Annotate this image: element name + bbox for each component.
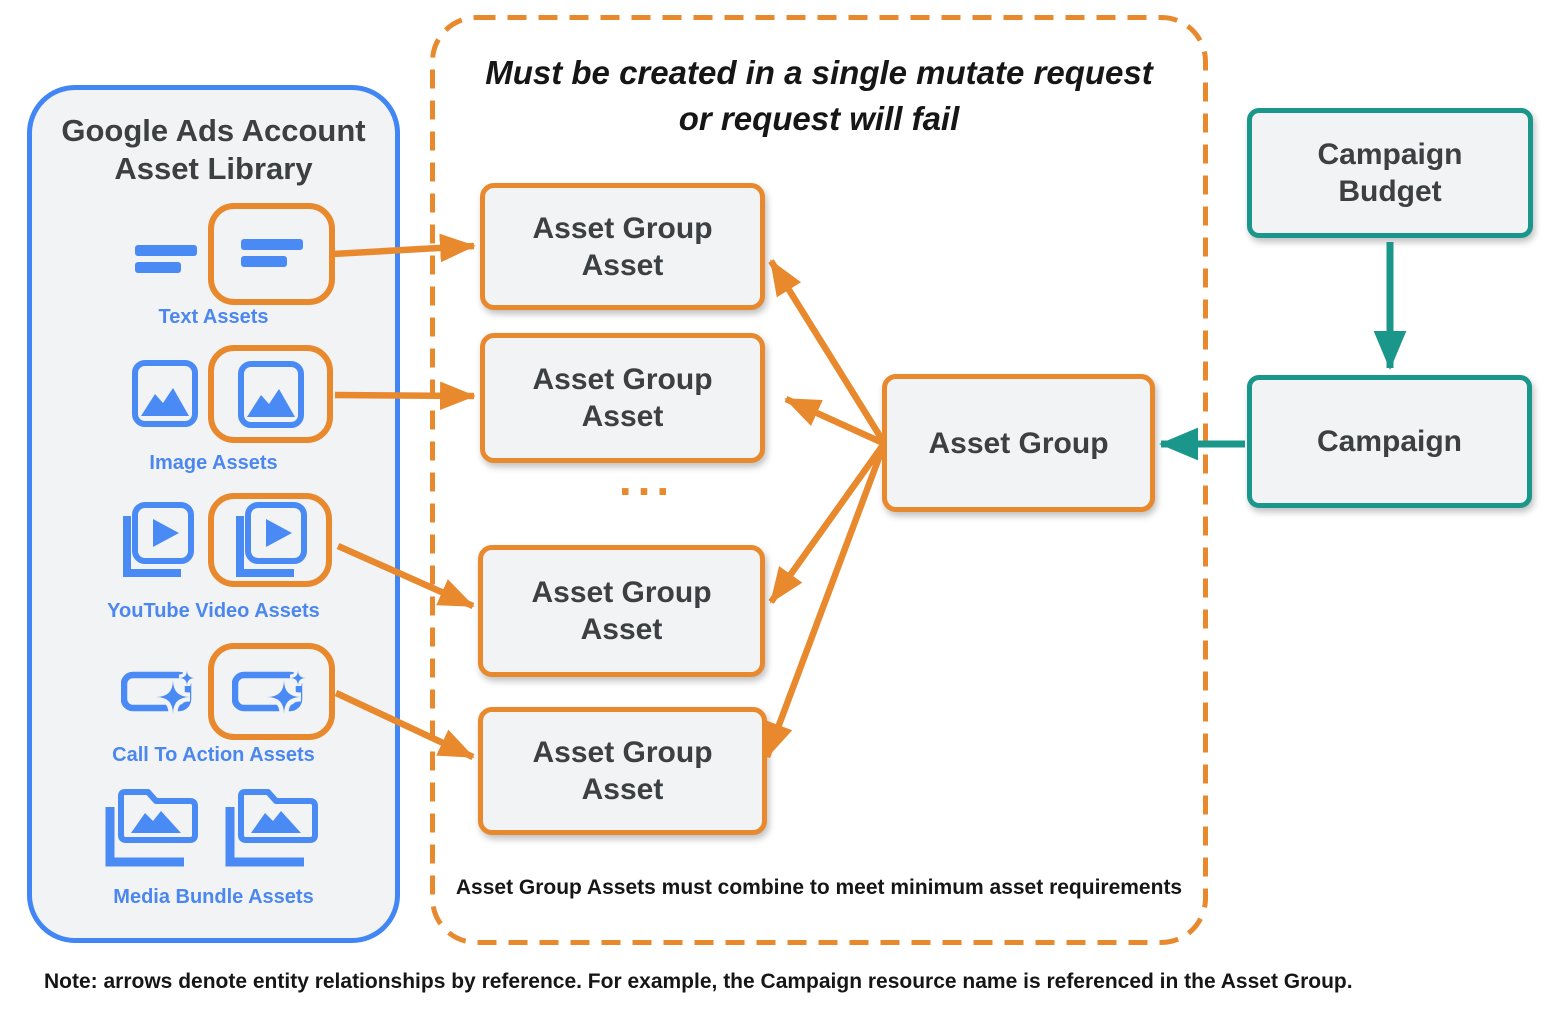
asset-group-asset-label: Asset xyxy=(580,613,663,646)
arrow-asset-group-to-asset-group-asset-1 xyxy=(768,259,886,443)
asset-library-title: Google Ads Account Asset Library xyxy=(27,112,400,188)
youtube-video-icon xyxy=(123,502,194,577)
asset-group-asset-label: Asset xyxy=(581,773,664,806)
campaign-box: Campaign xyxy=(1247,375,1532,508)
media-bundle-assets-label: Media Bundle Assets xyxy=(113,886,314,908)
more-asset-group-assets-ellipsis: ... xyxy=(618,453,676,505)
text-asset-highlight-box xyxy=(208,203,335,305)
image-asset-highlight-box xyxy=(208,345,333,443)
asset-library-title-line2: Asset Library xyxy=(114,151,313,186)
asset-group-asset-label: Asset Group xyxy=(532,211,713,245)
mutate-request-title-line1: Must be created in a single mutate reque… xyxy=(485,54,1153,91)
arrow-asset-group-to-asset-group-asset-2 xyxy=(784,396,885,446)
asset-library-title-line1: Google Ads Account xyxy=(61,113,366,148)
asset-group-asset-label: Asset Group xyxy=(532,363,713,396)
asset-group-asset-label: Asset Group xyxy=(532,736,713,769)
image-icon xyxy=(132,360,198,427)
campaign-label: Campaign xyxy=(1316,425,1463,458)
image-icon xyxy=(237,360,304,428)
mutate-request-title-line2: or request will fail xyxy=(678,100,960,137)
mutate-request-title: Must be created in a single mutate reque… xyxy=(430,50,1208,142)
call-to-action-asset-highlight-box xyxy=(208,643,335,740)
asset-group-asset-label: Asset xyxy=(581,400,664,433)
text-lines-icon xyxy=(240,239,303,267)
asset-group-asset-box-2: Asset Group Asset xyxy=(480,333,765,463)
campaign-budget-box: Campaign Budget xyxy=(1247,108,1533,238)
asset-group-asset-box-1: Asset Group Asset xyxy=(480,183,765,310)
asset-group-box: Asset Group xyxy=(882,374,1155,512)
media-bundle-icon xyxy=(105,789,198,867)
image-assets-label: Image Assets xyxy=(149,452,278,474)
youtube-video-icon xyxy=(236,502,307,577)
asset-group-asset-box-4: Asset Group Asset xyxy=(478,707,767,835)
youtube-asset-highlight-box xyxy=(208,493,332,587)
campaign-budget-label: Budget xyxy=(1338,175,1442,208)
text-assets-label: Text Assets xyxy=(158,306,269,328)
call-to-action-assets-label: Call To Action Assets xyxy=(112,744,315,766)
youtube-video-assets-label: YouTube Video Assets xyxy=(107,600,320,622)
reference-note: Note: arrows denote entity relationships… xyxy=(44,970,1353,993)
call-to-action-icon xyxy=(121,669,196,715)
minimum-asset-requirements-note: Asset Group Assets must combine to meet … xyxy=(455,876,1183,899)
campaign-budget-label: Campaign xyxy=(1317,138,1463,171)
asset-group-label: Asset Group xyxy=(928,426,1109,460)
call-to-action-icon xyxy=(231,669,306,714)
text-lines-icon xyxy=(135,245,197,273)
asset-group-asset-box-3: Asset Group Asset xyxy=(478,545,765,677)
asset-group-asset-label: Asset Group xyxy=(531,576,712,609)
asset-group-asset-label: Asset xyxy=(581,248,664,282)
media-bundle-icon xyxy=(225,789,318,867)
